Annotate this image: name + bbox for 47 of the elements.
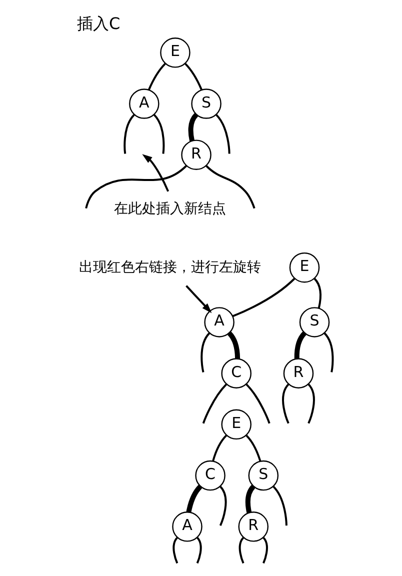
node-circle: R	[238, 512, 269, 542]
connector	[324, 332, 334, 372]
node-circle: C	[221, 358, 252, 388]
connector	[153, 114, 165, 154]
node-text: 出现红色右链接，进行左旋转	[79, 259, 262, 276]
connector	[172, 537, 178, 564]
connector	[238, 537, 244, 564]
connector	[206, 165, 256, 209]
connector	[196, 537, 202, 564]
connector	[282, 384, 290, 424]
connector	[124, 114, 135, 154]
node-circle: R	[181, 140, 212, 170]
node-circle: A	[204, 307, 234, 338]
node-circle: A	[172, 512, 202, 542]
connector	[216, 114, 230, 154]
node-circle: E	[160, 38, 190, 68]
node-circle: S	[191, 88, 222, 119]
node-text: 在此处插入新结点	[114, 201, 226, 218]
connector	[184, 62, 203, 90]
connector	[232, 278, 296, 318]
connector	[245, 484, 256, 514]
node-circle: R	[283, 358, 314, 388]
connector	[85, 165, 187, 209]
node-circle: E	[221, 409, 252, 440]
connector	[314, 278, 322, 308]
connector	[200, 332, 210, 372]
connector	[212, 434, 228, 462]
node-circle: E	[289, 252, 320, 283]
connector	[227, 332, 240, 359]
node-circle: S	[299, 307, 330, 338]
connector	[246, 384, 270, 424]
node-circle: A	[129, 88, 160, 119]
connector	[202, 384, 228, 424]
connector	[148, 62, 166, 90]
diagram-title: 插入C	[76, 14, 120, 33]
connector	[246, 434, 262, 462]
arrow	[186, 285, 212, 314]
connector	[186, 484, 202, 513]
connector	[188, 113, 198, 142]
node-circle: S	[248, 460, 279, 491]
connector	[308, 384, 315, 424]
arrow	[142, 154, 170, 192]
node-circle: C	[195, 460, 226, 491]
connector	[262, 537, 268, 564]
connector	[219, 486, 227, 526]
connector	[272, 486, 288, 526]
connector	[294, 332, 306, 359]
